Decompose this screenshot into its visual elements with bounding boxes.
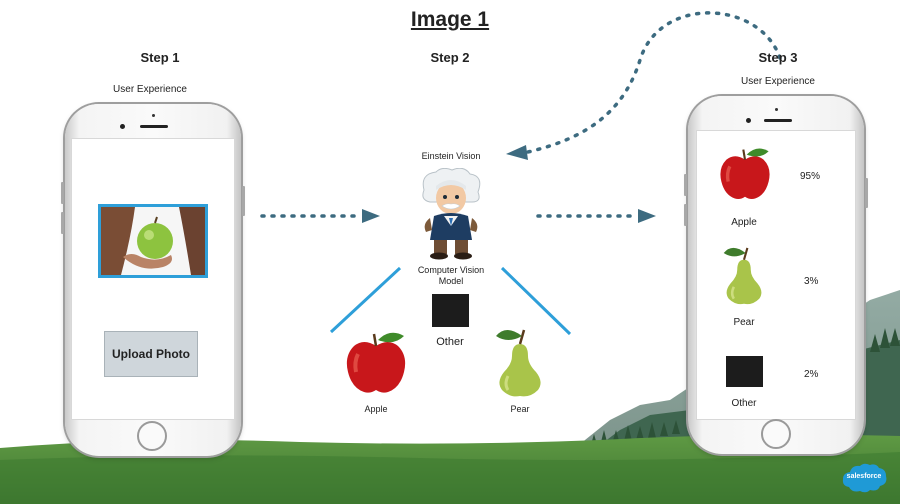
arrow-step1-to-step2 [260, 209, 380, 223]
model-label-line-2: Model [438, 276, 464, 286]
model-label-line-1: Computer Vision [417, 265, 485, 275]
uploaded-photo [98, 204, 208, 278]
arrow-step2-to-step3 [536, 209, 656, 223]
tree-line [590, 328, 900, 448]
camera-icon [120, 124, 125, 129]
salesforce-logo: salesforce [840, 462, 888, 494]
speaker-icon [140, 125, 168, 128]
diagram-title: Image 1 [410, 8, 490, 31]
home-button-icon[interactable] [137, 421, 167, 451]
upload-photo-button[interactable]: Upload Photo [104, 331, 198, 377]
other-class-label: Other [436, 336, 464, 348]
result-other-score: 2% [804, 369, 819, 380]
salesforce-logo-text: salesforce [846, 473, 882, 480]
arrow-feedback-loop [506, 11, 782, 160]
phone-screen [71, 138, 235, 420]
einstein-vision-label: Einstein Vision [421, 151, 481, 161]
branch-line-right [500, 266, 572, 336]
step-1-sublabel: User Experience [113, 84, 187, 95]
step-1-label: Step 1 [140, 50, 180, 65]
einstein-mascot-icon [422, 168, 481, 260]
result-other-swatch [726, 356, 763, 387]
result-pear-score: 3% [804, 276, 819, 287]
pear-icon [496, 329, 541, 397]
result-other-label: Other [731, 398, 757, 409]
apple-icon [346, 332, 406, 393]
other-class-swatch [432, 294, 469, 327]
hand-holding-apple-image [101, 207, 205, 275]
result-apple-label: Apple [731, 217, 757, 228]
speaker-icon [764, 119, 792, 122]
home-button-icon[interactable] [761, 419, 791, 449]
phone-step-1 [61, 104, 245, 456]
step-3-label: Step 3 [758, 50, 798, 65]
apple-class-label: Apple [364, 404, 388, 414]
step-3-sublabel: User Experience [741, 76, 815, 87]
result-apple-score: 95% [800, 171, 821, 182]
branch-line-left [329, 266, 402, 334]
pear-class-label: Pear [510, 404, 530, 414]
result-apple-icon [720, 148, 770, 200]
camera-icon [746, 118, 751, 123]
step-2-label: Step 2 [430, 50, 470, 65]
result-pear-icon [723, 247, 762, 305]
result-pear-label: Pear [733, 317, 755, 328]
